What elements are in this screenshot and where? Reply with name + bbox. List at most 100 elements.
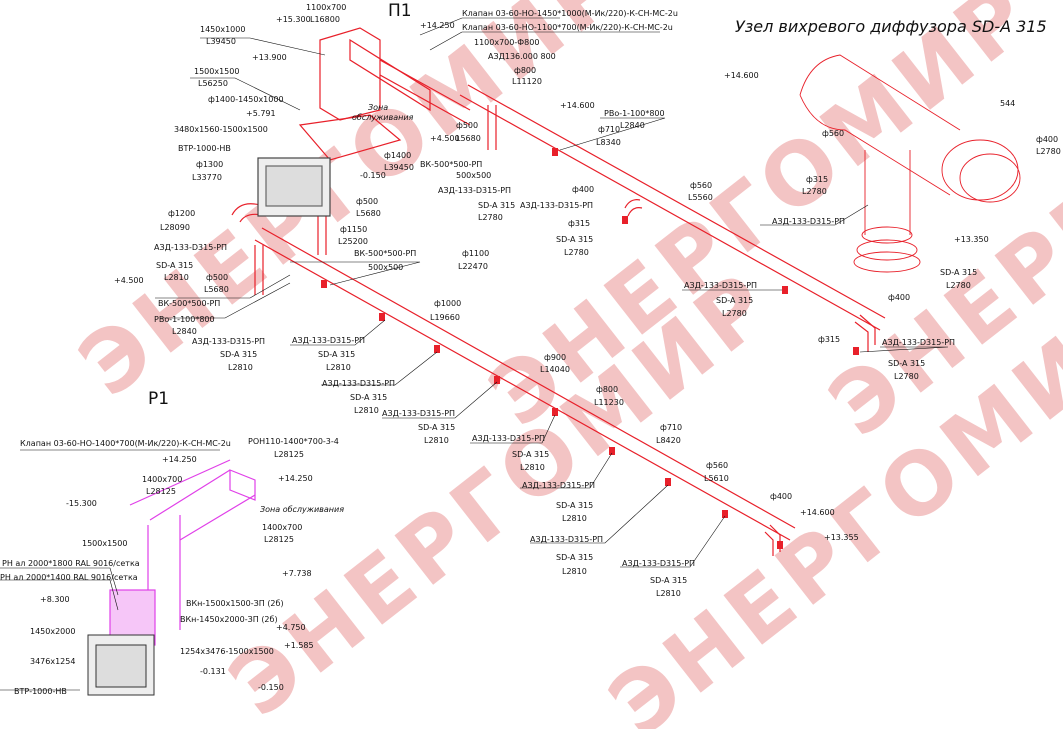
leader <box>859 346 949 353</box>
dim-label: L28125 <box>264 535 294 544</box>
elevation-label: +8.300 <box>40 595 70 604</box>
dim-label: L2810 <box>562 514 587 523</box>
diffuser-marker <box>622 216 628 224</box>
dim-label: L2780 <box>1036 147 1061 156</box>
dim-label: ф315 <box>568 219 590 228</box>
dim-label: ф400 <box>572 185 594 194</box>
dim-label: L2780 <box>946 281 971 290</box>
upper-duct-box <box>319 27 381 121</box>
damper-label: Клапан 03-60-НО-1450*1000(М-Ик/220)-К-СН… <box>462 9 678 18</box>
diffuser-label: АЗД-133-D315-РП <box>882 338 955 347</box>
r1-labels: Р1 Клапан 03-60-НО-1400*700(М-Ик/220)-К-… <box>0 389 344 696</box>
dim-label: L2810 <box>164 273 189 282</box>
grille-label: РН ал 2000*1400 RAL 9016/сетка <box>0 573 138 582</box>
p1-labels: П1 1100x700 L16800 +15.300 +14.250 Клапа… <box>114 1 955 598</box>
diffuser-label: SD-A 315 <box>556 553 593 562</box>
diffuser-label: SD-A 315 <box>156 261 193 270</box>
dim-label: 1254x3476-1500x1500 <box>180 647 274 656</box>
leader <box>530 484 669 544</box>
dim-label: L11230 <box>594 398 624 407</box>
dim-label: L28125 <box>146 487 176 496</box>
detail-main-duct <box>799 54 961 196</box>
diffuser-label: АЗД-133-D315-РП <box>522 481 595 490</box>
dim-label: L5560 <box>688 193 713 202</box>
dim-label: L33770 <box>192 173 222 182</box>
dim-label: L5680 <box>356 209 381 218</box>
main-duct <box>254 227 796 541</box>
exhaust-horizontal <box>149 469 256 541</box>
part-label: РВо-1-100*800 <box>604 109 665 118</box>
dim-label: L2810 <box>228 363 253 372</box>
elevation-label: -0.150 <box>258 683 284 692</box>
elevation-label: +14.600 <box>560 101 595 110</box>
elevation-label: +5.791 <box>246 109 276 118</box>
dim-label: L28125 <box>274 450 304 459</box>
diffuser-label: SD-A 315 <box>418 423 455 432</box>
dim-label: 1500x1500 <box>82 539 127 548</box>
dim-label: ф1300 <box>196 160 223 169</box>
diffuser-marker <box>434 345 440 353</box>
diffuser-label: SD-A 315 <box>478 201 515 210</box>
diffuser-detail-node <box>799 54 1021 273</box>
dim-label: L25200 <box>338 237 368 246</box>
part-label: ВК-500*500-РП <box>354 249 416 258</box>
exhaust-top-box <box>229 469 256 501</box>
part-label: РОН110-1400*700-3-4 <box>248 437 339 446</box>
leader <box>321 351 438 386</box>
dim-label: ф500 <box>206 273 228 282</box>
part-label: РВо-1-100*800 <box>154 315 215 324</box>
leader <box>290 319 386 346</box>
dim-label: ф900 <box>544 353 566 362</box>
dim-label: L28090 <box>160 223 190 232</box>
dim-label: ф710 <box>660 423 682 432</box>
system-name-p1: П1 <box>388 1 412 21</box>
diffuser-label: SD-A 315 <box>650 576 687 585</box>
riser <box>487 105 497 150</box>
dim-label: L2780 <box>564 248 589 257</box>
leader <box>470 414 556 444</box>
dim-label: L2780 <box>894 372 919 381</box>
detail-diffuser <box>853 251 921 273</box>
part-label: АЗД136.000 800 <box>488 52 556 61</box>
leader <box>200 37 326 56</box>
supply-system-p1 <box>231 27 886 556</box>
detail-reducer <box>959 153 1021 203</box>
diffuser-label: АЗД-133-D315-РП <box>154 243 227 252</box>
unit-label: ВТР-1000-НВ <box>14 687 67 696</box>
diffuser-marker <box>379 313 385 321</box>
diffuser-label: АЗД-133-D315-РП <box>322 379 395 388</box>
exhaust-horizontal-2 <box>129 459 231 506</box>
detail-labels: +14.600 544 ф560 ф400 L2780 ф315 L2780 А… <box>724 71 1061 290</box>
diffuser-label: SD-A 315 <box>888 359 925 368</box>
dim-label: ф800 <box>514 66 536 75</box>
dim-label: ф560 <box>706 461 728 470</box>
service-zone-label: обслуживания <box>352 113 414 122</box>
dim-label: L11120 <box>512 77 542 86</box>
leader-lines <box>0 17 949 691</box>
dim-label: ф315 <box>818 335 840 344</box>
main-duct-upper <box>459 84 886 331</box>
damper-label: Клапан 03-60-НО-1400*700(М-Ик/220)-К-СН-… <box>20 439 231 448</box>
dim-label: L2780 <box>722 309 747 318</box>
diffuser-marker <box>321 280 327 288</box>
leader <box>0 579 119 611</box>
dim-label: L39450 <box>384 163 414 172</box>
diffuser-label: АЗД-133-D315-РП <box>292 336 365 345</box>
leader <box>382 381 498 419</box>
dim-label: ф1200 <box>168 209 195 218</box>
dim-label: 1450x2000 <box>30 627 75 636</box>
riser <box>254 245 264 295</box>
dim-label: L2810 <box>354 406 379 415</box>
diffuser-label: SD-A 315 <box>512 450 549 459</box>
dim-label: L56250 <box>198 79 228 88</box>
dim-label: ф1000 <box>434 299 461 308</box>
diffuser-label: АЗД-133-D315-РП <box>772 217 845 226</box>
elevation-label: +4.500 <box>114 276 144 285</box>
dim-label: L2810 <box>520 463 545 472</box>
diffuser-marker <box>609 447 615 455</box>
part-label: ВКн-1500x1500-ЗП (2б) <box>186 599 284 608</box>
elevation-label: +13.900 <box>252 53 287 62</box>
dim-label: 500x500 <box>368 263 403 272</box>
air-handling-unit-panel <box>265 165 323 207</box>
